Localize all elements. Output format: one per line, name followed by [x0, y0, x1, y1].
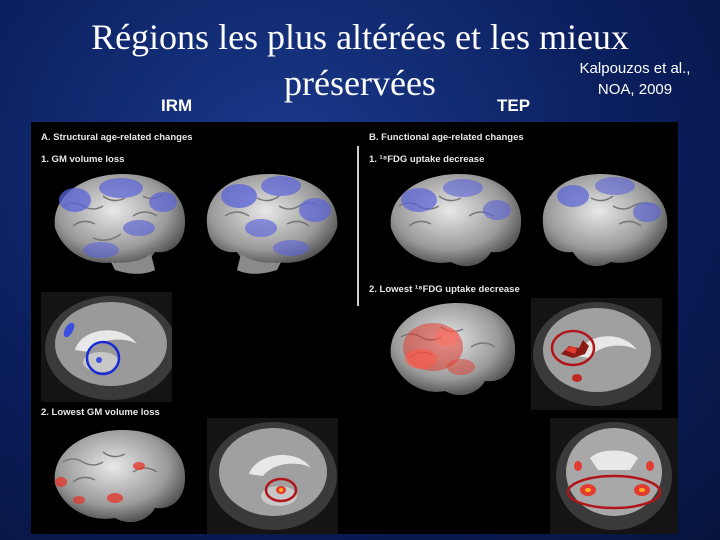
brain-a1-right-view	[206, 174, 338, 274]
section-b-heading: B. Functional age-related changes	[369, 132, 524, 143]
red-circle-marker-a2	[264, 477, 298, 503]
brain-a2-lateral	[54, 430, 186, 523]
mri-sagittal-b2	[531, 298, 662, 410]
mri-sagittal-a1	[41, 292, 172, 402]
red-circle-marker-b2-sagittal	[550, 329, 596, 367]
section-a-heading: A. Structural age-related changes	[41, 132, 193, 143]
blue-circle-marker	[85, 340, 121, 376]
brain-imaging-figure: A. Structural age-related changes 1. GM …	[31, 122, 678, 534]
citation-line2: NOA, 2009	[597, 81, 673, 98]
mri-sagittal-a2	[207, 418, 338, 534]
brain-b1-right-view	[542, 174, 668, 267]
brain-a1-left-view	[54, 174, 186, 274]
section-a2-label: 2. Lowest GM volume loss	[41, 407, 160, 418]
brain-b2-lateral	[390, 303, 516, 396]
mri-coronal-b2	[550, 418, 678, 534]
section-a1-label: 1. GM volume loss	[41, 154, 125, 165]
section-divider	[357, 146, 359, 306]
label-tep: TEP	[497, 96, 531, 115]
red-circle-marker-coronal	[566, 474, 662, 510]
label-irm: IRM	[161, 96, 193, 115]
section-b1-label: 1. ¹⁸FDG uptake decrease	[369, 154, 485, 165]
brain-b1-left-view	[390, 174, 522, 267]
citation-line1: Kalpouzos et al.,	[579, 60, 691, 77]
citation: Kalpouzos et al., NOA, 2009	[555, 58, 715, 100]
slide-title-line2: préservées	[284, 63, 436, 103]
slide-title-line1: Régions les plus altérées et les mieux	[91, 17, 629, 57]
section-b2-label: 2. Lowest ¹⁸FDG uptake decrease	[369, 284, 520, 295]
slide-title: Régions les plus altérées et les mieux p…	[60, 14, 660, 106]
